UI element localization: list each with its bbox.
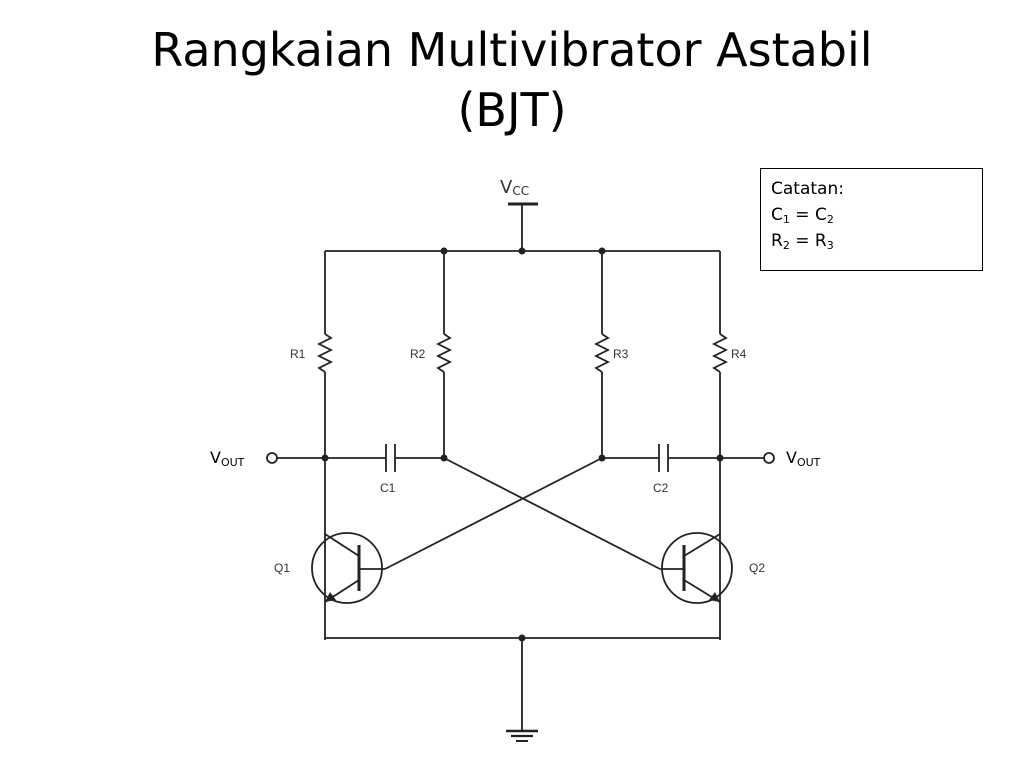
slide-title: Rangkaian Multivibrator Astabil (BJT)	[0, 20, 1024, 140]
capacitor-c1: C1	[277, 444, 444, 495]
resistor-r3: R3	[593, 251, 629, 458]
note-r-left: R	[771, 231, 783, 251]
c1-label: C1	[380, 481, 396, 495]
title-line-2: (BJT)	[457, 83, 567, 137]
junction-dot	[716, 454, 724, 462]
q1-label: Q1	[274, 561, 290, 575]
r2-label: R2	[410, 347, 426, 361]
note-line-resistors: R2 = R3	[771, 228, 972, 254]
note-r-right-sub: 3	[826, 239, 834, 252]
junction-dot	[321, 454, 329, 462]
note-r-equals: =	[789, 231, 815, 251]
note-c-left: C	[771, 205, 783, 225]
note-r-right: R	[814, 231, 827, 251]
cross-wire-r2-to-q2	[443, 457, 661, 570]
transistor-q1: Q1	[274, 532, 385, 604]
r1-label: R1	[290, 347, 306, 361]
note-c-right: C	[814, 205, 827, 225]
vout-right-label: VOUT	[786, 448, 821, 469]
capacitor-c2: C2	[602, 444, 764, 495]
resistor-r2: R2	[410, 251, 453, 458]
resistor-r4: R4	[711, 251, 747, 640]
ground-icon	[506, 729, 538, 742]
note-r-left-sub: 2	[782, 239, 790, 252]
note-c-left-sub: 1	[782, 213, 790, 226]
output-terminal-right	[763, 452, 775, 464]
note-heading: Catatan:	[771, 179, 844, 199]
note-box: Catatan: C1 = C2 R2 = R3	[760, 168, 983, 271]
title-line-1: Rangkaian Multivibrator Astabil	[151, 23, 873, 77]
vcc-label: VCC	[500, 177, 529, 198]
cross-wire-r3-to-q1	[384, 457, 603, 570]
note-c-right-sub: 2	[826, 213, 834, 226]
output-terminal-left	[266, 452, 278, 464]
note-c-equals: =	[789, 205, 815, 225]
transistor-q2: Q2	[660, 532, 765, 604]
note-line-capacitors: C1 = C2	[771, 202, 972, 228]
resistor-r1: R1	[290, 251, 334, 640]
r3-label: R3	[613, 347, 629, 361]
junction-dot	[518, 247, 526, 255]
q2-label: Q2	[749, 561, 765, 575]
vout-left-label: VOUT	[210, 448, 245, 469]
c2-label: C2	[653, 481, 669, 495]
r4-label: R4	[731, 347, 747, 361]
